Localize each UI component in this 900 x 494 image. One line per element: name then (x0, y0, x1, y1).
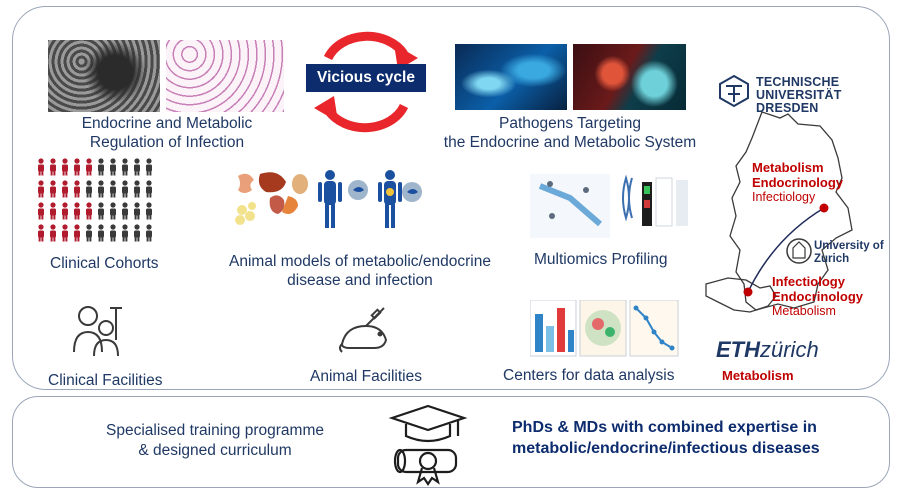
training-line2: & designed curriculum (138, 442, 292, 459)
uzh-focus-endocrinology: Endocrinology (772, 289, 863, 304)
data-analysis-icon (530, 300, 679, 357)
tud-name-line3: DRESDEN (756, 101, 819, 115)
germany-switzerland-map (705, 111, 853, 313)
doctor-patient-icon (73, 306, 122, 357)
endocrine-topic-line2: Regulation of Infection (89, 134, 245, 151)
mouse-syringe-icon (339, 307, 388, 353)
pathogens-topic-line2: the Endocrine and Metabolic System (443, 134, 697, 151)
clinical-facilities-label: Clinical Facilities (48, 372, 163, 389)
cycle-arrows-icon (314, 31, 418, 133)
animal-models-line2: disease and infection (287, 272, 433, 289)
tud-logo-icon (719, 74, 749, 108)
uzh-name-line1: University of (814, 240, 884, 252)
data-centers-label: Centers for data analysis (503, 367, 675, 384)
outcome-line2: metabolic/endocrine/infectious diseases (512, 440, 820, 457)
uzh-seal-icon (786, 238, 812, 264)
uzh-focus-metabolism: Metabolism (772, 304, 836, 318)
uzh-focus-infectiology: Infectiology (772, 274, 845, 289)
eth-focus-metabolism: Metabolism (722, 368, 794, 383)
eth-logo: ETHzürich (716, 337, 819, 363)
tud-focus-metabolism: Metabolism (752, 160, 824, 175)
organs-icon (235, 172, 308, 225)
tud-focus-infectiology: Infectiology (752, 190, 816, 204)
clinical-cohorts-label: Clinical Cohorts (50, 255, 159, 272)
animal-models-line1: Animal models of metabolic/endocrine (229, 253, 491, 270)
tud-focus-endocrinology: Endocrinology (752, 175, 843, 190)
tud-name-line2: UNIVERSITÄT (756, 88, 842, 102)
vicious-cycle-badge: Vicious cycle (306, 64, 426, 92)
endocrine-topic-line1: Endocrine and Metabolic (81, 115, 253, 132)
research-frame (12, 6, 890, 390)
virus-image (573, 44, 686, 110)
people-cohort-icon (38, 158, 152, 242)
training-line1: Specialised training programme (106, 422, 324, 439)
training-frame (12, 396, 890, 488)
animal-facilities-label: Animal Facilities (310, 368, 422, 385)
pathogens-topic-line1: Pathogens Targeting (499, 115, 641, 132)
endocrine-micrograph-1 (48, 40, 160, 112)
tud-name-line1: TECHNISCHE (756, 75, 840, 89)
eth-logo-rest: zürich (760, 337, 819, 362)
human-body-icons (318, 170, 422, 228)
uzh-name-line2: Zurich (814, 253, 850, 265)
outcome-line1: PhDs & MDs with combined expertise in (512, 419, 817, 436)
adipose-micrograph (166, 40, 284, 112)
eth-logo-bold: ETH (716, 337, 760, 362)
bacteria-image (455, 44, 567, 110)
multiomics-label: Multiomics Profiling (534, 251, 668, 268)
graduation-cap-diploma-icon (388, 404, 468, 486)
multiomics-icon (530, 174, 688, 238)
